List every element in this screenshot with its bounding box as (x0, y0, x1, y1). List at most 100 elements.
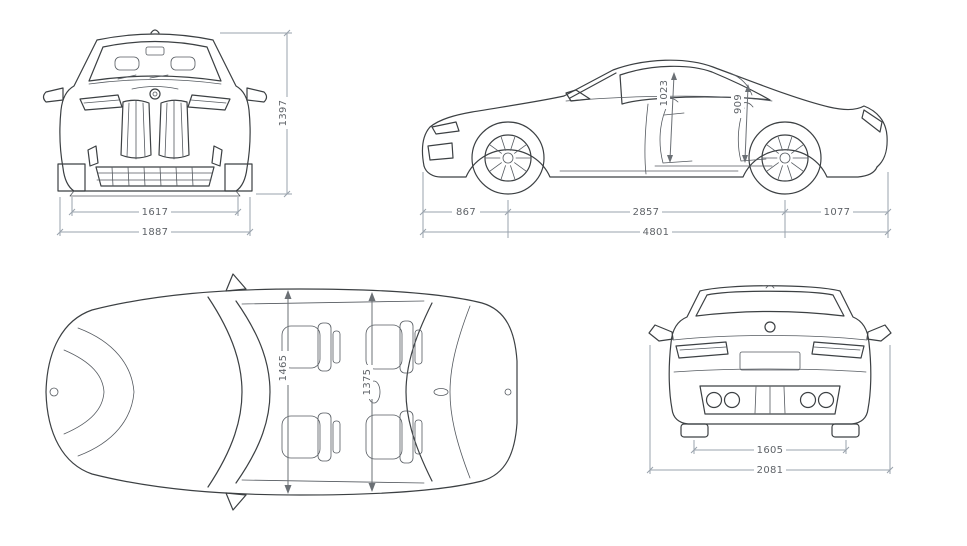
dim-label-overall-length: 4801 (643, 227, 670, 238)
rear-bmw-roundel (764, 321, 776, 333)
top-front-seats (281, 322, 341, 462)
top-dim-front-interior-width: 1465 (276, 290, 292, 494)
rear-body-outline (668, 285, 872, 425)
side-dim-front-headroom: 1023 (657, 72, 677, 163)
rear-right-taillight (811, 341, 865, 359)
side-front-hub (502, 152, 514, 164)
rear-exhaust-1 (705, 391, 723, 409)
rear-diffuser (699, 385, 841, 415)
front-left-side-intake (87, 145, 99, 167)
front-dim-height: 1397 (220, 29, 292, 198)
rear-left-taillight-detail (679, 346, 727, 351)
front-view: 1397 1617 1887 (42, 29, 292, 238)
side-door-shutline (644, 103, 649, 175)
side-dim-rear-headroom: 909 (731, 84, 751, 163)
rear-exhaust-2 (723, 391, 741, 409)
top-trunk-line (449, 305, 471, 479)
front-splitter (69, 190, 241, 197)
rear-diffuser-fins (754, 386, 786, 414)
top-nose-roundel (49, 387, 59, 397)
rear-left-tire (680, 423, 709, 438)
dim-label-front-width: 1887 (142, 227, 169, 238)
top-antenna-fin (433, 388, 449, 396)
top-left-mirror (225, 273, 247, 292)
front-left-tire (57, 163, 86, 192)
top-rear-seats (365, 320, 423, 464)
front-car-drawing (42, 29, 268, 197)
rear-right-taillight-detail (813, 346, 861, 351)
dim-label-front-overhang: 867 (456, 207, 476, 218)
front-right-side-intake (211, 145, 223, 167)
front-left-headlight (79, 94, 123, 111)
rear-right-mirror (866, 324, 892, 342)
front-right-headlight-detail (190, 99, 227, 104)
front-left-grille-slats (126, 100, 146, 160)
side-car-drawing (421, 59, 888, 195)
side-quarter-window-divider (729, 72, 753, 96)
dim-label-front-headroom: 1023 (659, 80, 670, 107)
side-rear-hub (779, 152, 791, 164)
side-belt-line (565, 95, 773, 102)
rear-right-tire (831, 423, 860, 438)
side-dim-lengths: 867 2857 1077 4801 (419, 172, 892, 238)
rear-exhaust-4 (817, 391, 835, 409)
side-taillight (861, 109, 883, 133)
dim-label-rear-headroom: 909 (733, 94, 744, 114)
top-dim-rear-interior-width: 1375 (360, 292, 376, 492)
side-rear-spokes (762, 136, 808, 180)
dim-label-rear-overhang: 1077 (824, 207, 851, 218)
top-view: 1465 1375 (45, 273, 518, 511)
rear-car-drawing (648, 285, 892, 438)
side-front-spokes (485, 136, 531, 180)
top-rear-window-arc (405, 302, 433, 482)
rear-window (695, 290, 845, 317)
front-antenna-fin (150, 29, 160, 34)
top-roof-side-lines (241, 300, 425, 484)
side-front-tire (471, 121, 545, 195)
rear-dim-overall-width: 2081 (646, 345, 894, 476)
top-right-mirror (225, 492, 247, 511)
rear-view: 1605 2081 (646, 285, 894, 476)
front-hood-crease (88, 79, 222, 90)
side-door-handle (663, 112, 685, 116)
front-left-mirror (42, 87, 64, 103)
side-glasshouse (619, 65, 771, 105)
dim-label-front-track: 1617 (142, 207, 169, 218)
dim-label-rear-track: 1605 (757, 445, 784, 456)
dim-label-front-interior-width: 1465 (278, 355, 289, 382)
front-body-outline (59, 33, 251, 192)
side-rear-rim (761, 134, 809, 182)
side-front-rim (484, 134, 532, 182)
rear-exhaust-3 (799, 391, 817, 409)
front-right-mirror (246, 87, 268, 103)
side-windshield (569, 72, 617, 99)
front-left-headlight-detail (83, 99, 120, 104)
front-bmw-roundel-inner (152, 91, 158, 97)
side-front-intake (427, 142, 454, 161)
front-windshield (88, 40, 222, 82)
rear-left-taillight (675, 341, 729, 359)
top-windshield-arcs (207, 296, 271, 488)
side-headlight (431, 121, 460, 135)
rear-left-mirror (648, 324, 674, 342)
side-view: 1023 909 867 2857 1077 4801 (419, 59, 892, 238)
front-lower-intake-mesh (96, 166, 213, 187)
front-right-tire (224, 163, 253, 192)
front-lower-intake (95, 166, 215, 187)
rear-bumper-line (673, 368, 867, 373)
front-interior-through-glass (114, 46, 196, 80)
front-right-grille-slats (164, 100, 184, 160)
front-right-headlight (187, 94, 231, 111)
front-dim-track-width: 1617 (68, 197, 242, 218)
top-car-drawing (45, 273, 518, 511)
rear-license-plate (739, 351, 801, 371)
front-bmw-roundel (149, 88, 161, 100)
side-rear-tire (748, 121, 822, 195)
top-hood-contours (63, 327, 135, 457)
rear-trunk-line (672, 335, 868, 341)
rear-antenna-fin (765, 285, 775, 289)
top-body-outline (45, 288, 518, 496)
side-body-outline (421, 59, 888, 168)
